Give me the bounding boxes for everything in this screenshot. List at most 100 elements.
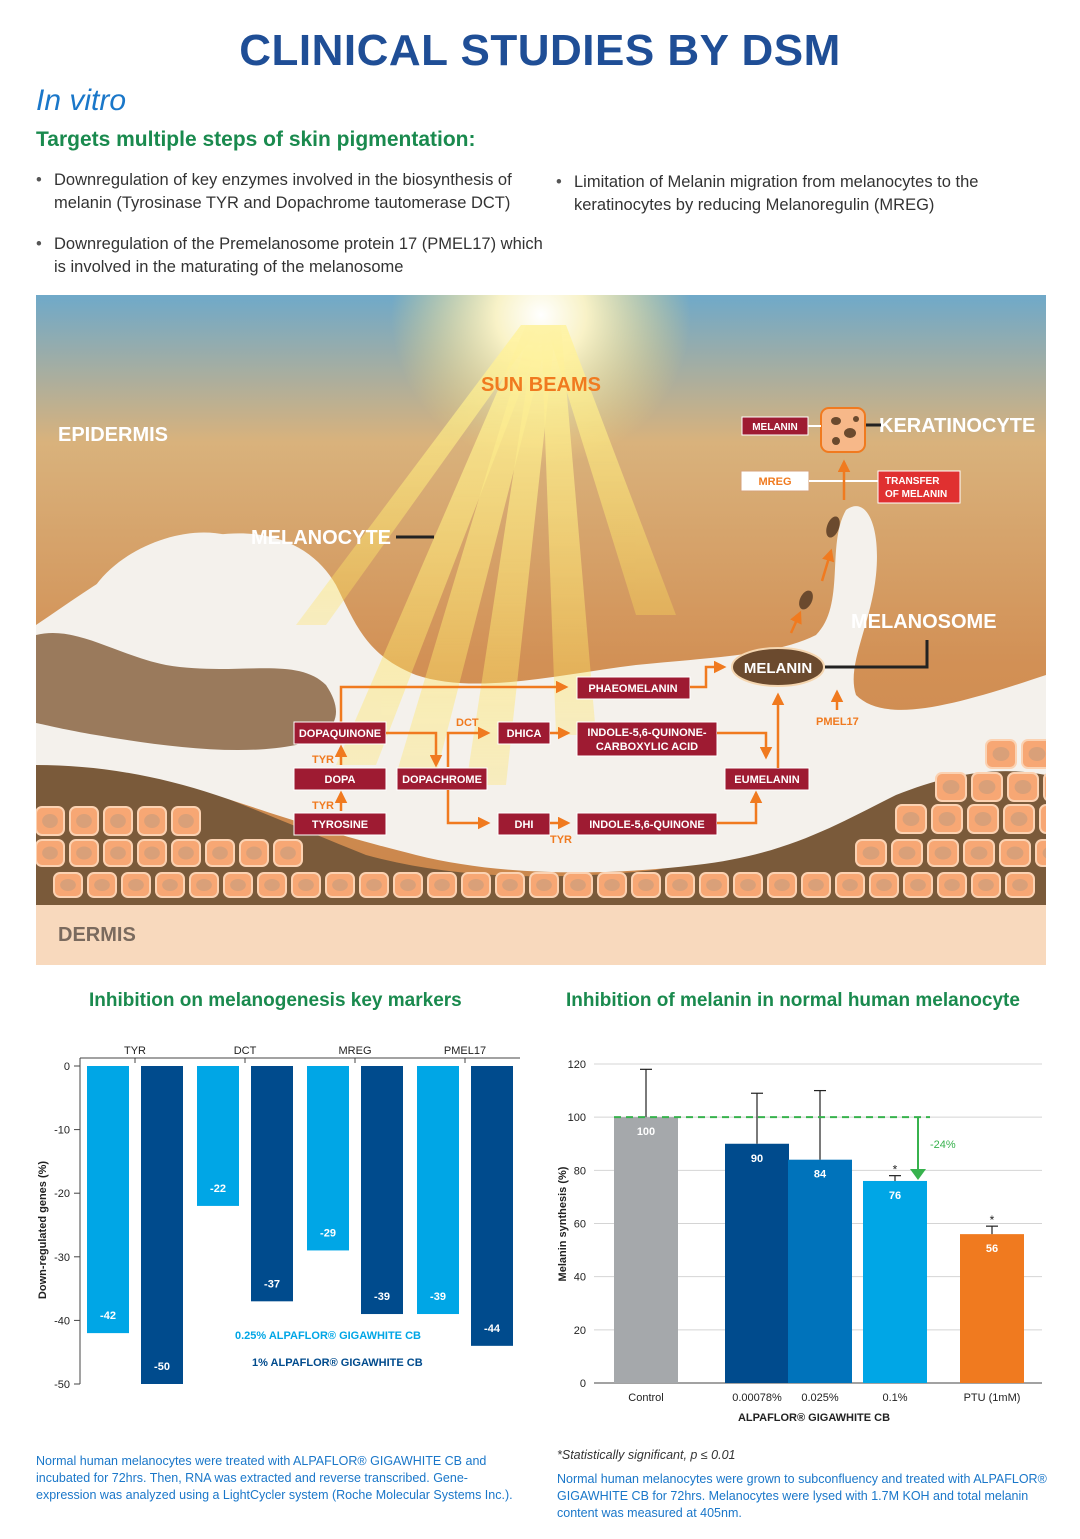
y-tick-label: -30 bbox=[54, 1252, 70, 1264]
right-chart-xlabel: ALPAFLOR® GIGAWHITE CB bbox=[738, 1412, 890, 1424]
cell-nucleus bbox=[196, 879, 212, 891]
cell-nucleus bbox=[876, 879, 892, 891]
left-chart-method-note: Normal human melanocytes were treated wi… bbox=[36, 1454, 513, 1502]
cell-nucleus bbox=[128, 879, 144, 891]
cell-nucleus bbox=[898, 846, 916, 860]
dopachrome-box bbox=[396, 767, 488, 791]
cell-nucleus bbox=[230, 879, 246, 891]
cell-nucleus bbox=[536, 879, 552, 891]
cell-nucleus bbox=[978, 780, 996, 794]
pmel17-label: PMEL17 bbox=[816, 716, 859, 728]
bullet-enzymes: Downregulation of key enzymes involved i… bbox=[36, 169, 554, 215]
legend-series-2: 1% ALPAFLOR® GIGAWHITE CB bbox=[252, 1357, 423, 1369]
cell-nucleus bbox=[434, 879, 450, 891]
skin-cell bbox=[1043, 773, 1046, 801]
pathway: PHAEOMELANIN DOPAQUINONE DCT DHICA INDOL… bbox=[293, 660, 810, 846]
section-subtitle: In vitro bbox=[36, 84, 127, 117]
dhica-text: DHICA bbox=[507, 728, 542, 740]
bar-dct-low bbox=[197, 1066, 239, 1206]
cell-nucleus bbox=[366, 879, 382, 891]
cell-nucleus bbox=[938, 812, 956, 826]
keratinocyte-label: KERATINOCYTE bbox=[879, 415, 1035, 437]
cell-nucleus bbox=[144, 814, 160, 828]
cell-nucleus bbox=[298, 879, 314, 891]
bar-value-label: 90 bbox=[751, 1153, 763, 1165]
y-tick-label: 40 bbox=[574, 1272, 586, 1284]
cell-nucleus bbox=[740, 879, 756, 891]
targets-heading: Targets multiple steps of skin pigmentat… bbox=[36, 128, 476, 151]
cell-nucleus bbox=[638, 879, 654, 891]
bar-value-label: -29 bbox=[320, 1227, 336, 1239]
cell-nucleus bbox=[332, 879, 348, 891]
cell-nucleus bbox=[944, 879, 960, 891]
skin-cell bbox=[1039, 804, 1046, 834]
reduction-label: -24% bbox=[930, 1139, 956, 1151]
bar-1 bbox=[725, 1143, 789, 1383]
bar-dct-high bbox=[251, 1066, 293, 1302]
skin-pigmentation-diagram: SUN BEAMS EPIDERMIS DERMIS MELANOCYTE ME… bbox=[36, 295, 1046, 965]
category-label: 0.1% bbox=[882, 1392, 907, 1404]
y-tick-label: 80 bbox=[574, 1165, 586, 1177]
y-tick-label: -50 bbox=[54, 1379, 70, 1391]
cell-nucleus bbox=[842, 879, 858, 891]
gene-downregulation-chart: 0-10-20-30-40-50 TYR-42-50DCT-22-37MREG-… bbox=[37, 1045, 520, 1391]
indole-carboxylic-text-2: CARBOXYLIC ACID bbox=[596, 741, 698, 753]
cell-nucleus bbox=[1010, 812, 1028, 826]
significance-mark: * bbox=[893, 1163, 898, 1177]
dhi-text: DHI bbox=[515, 819, 534, 831]
cell-nucleus bbox=[178, 814, 194, 828]
bar-value-label: 76 bbox=[889, 1190, 901, 1202]
transfer-text-1: TRANSFER bbox=[885, 476, 940, 487]
bar-value-label: -42 bbox=[100, 1310, 116, 1322]
y-tick-label: -20 bbox=[54, 1188, 70, 1200]
bar-tyr-low bbox=[87, 1066, 129, 1334]
transfer-text-2: OF MELANIN bbox=[885, 489, 947, 500]
bar-tyr-high bbox=[141, 1066, 183, 1384]
melanin-keratinocyte-text: MELANIN bbox=[752, 422, 798, 433]
reduction-arrowhead bbox=[910, 1168, 926, 1180]
page-title: CLINICAL STUDIES BY DSM bbox=[239, 26, 841, 75]
y-tick-label: 0 bbox=[64, 1061, 70, 1073]
y-tick-label: 0 bbox=[580, 1378, 586, 1390]
dopa-text: DOPA bbox=[325, 774, 356, 786]
cell-nucleus bbox=[862, 846, 880, 860]
cell-nucleus bbox=[178, 846, 194, 860]
right-chart-title: Inhibition of melanin in normal human me… bbox=[566, 990, 1020, 1011]
cell-nucleus bbox=[76, 814, 92, 828]
tyrosine-box bbox=[293, 812, 387, 836]
bullet-pmel17: Downregulation of the Premelanosome prot… bbox=[36, 233, 554, 279]
dopachrome-text: DOPACHROME bbox=[402, 774, 482, 786]
bar-4 bbox=[960, 1234, 1024, 1383]
category-label: MREG bbox=[339, 1045, 372, 1057]
cell-nucleus bbox=[42, 814, 58, 828]
bar-3 bbox=[863, 1180, 927, 1383]
epidermis-label: EPIDERMIS bbox=[58, 424, 168, 446]
indole-carboxylic-box bbox=[576, 721, 718, 757]
skin-cell bbox=[1035, 839, 1046, 867]
significance-mark: * bbox=[990, 1213, 995, 1227]
cell-nucleus bbox=[212, 846, 228, 860]
category-label: TYR bbox=[124, 1045, 146, 1057]
cell-nucleus bbox=[400, 879, 416, 891]
melanin-node-text: MELANIN bbox=[744, 660, 812, 677]
legend-series-1: 0.25% ALPAFLOR® GIGAWHITE CB bbox=[235, 1330, 421, 1342]
y-tick-label: 120 bbox=[568, 1059, 586, 1071]
bar-value-label: -44 bbox=[484, 1323, 501, 1335]
cell-nucleus bbox=[42, 846, 58, 860]
phaeomelanin-text: PHAEOMELANIN bbox=[588, 683, 677, 695]
cell-nucleus bbox=[76, 846, 92, 860]
y-tick-label: 60 bbox=[574, 1219, 586, 1231]
category-label: 0.00078% bbox=[732, 1392, 782, 1404]
cell-nucleus bbox=[974, 812, 992, 826]
cell-nucleus bbox=[992, 747, 1010, 761]
left-chart-ylabel: Down-regulated genes (%) bbox=[37, 1161, 49, 1299]
bar-value-label: -50 bbox=[154, 1361, 170, 1373]
y-tick-label: -10 bbox=[54, 1125, 70, 1137]
cell-nucleus bbox=[110, 846, 126, 860]
dermis-label: DERMIS bbox=[58, 924, 136, 946]
indole-quinone-text: INDOLE-5,6-QUINONE bbox=[589, 819, 705, 831]
cell-nucleus bbox=[60, 879, 76, 891]
significance-note: *Statistically significant, p ≤ 0.01 bbox=[557, 1448, 736, 1462]
tyr-label-1: TYR bbox=[312, 754, 334, 766]
